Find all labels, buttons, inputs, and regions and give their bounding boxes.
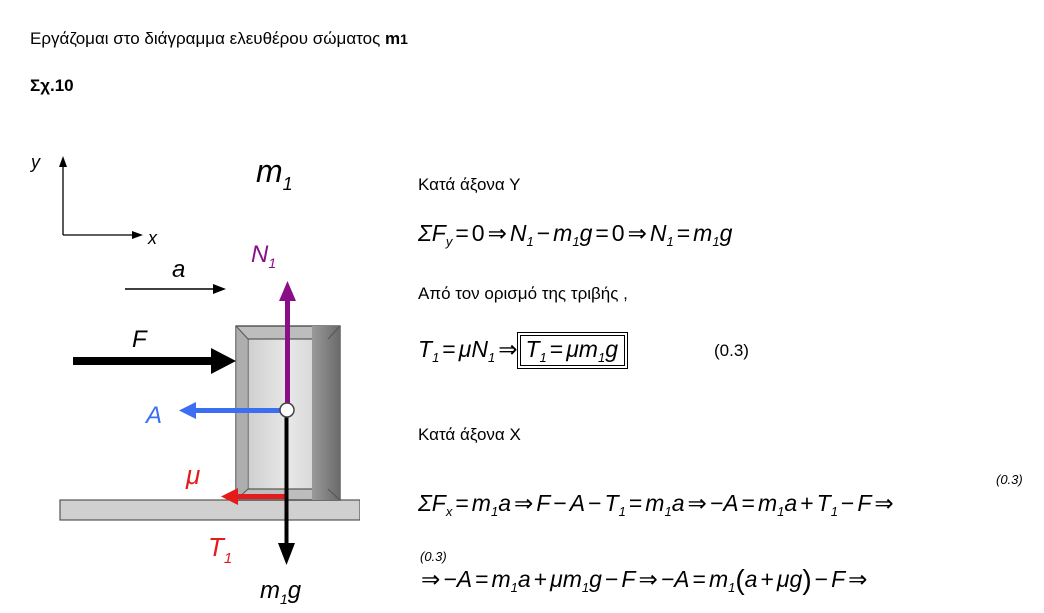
intro-text: Εργάζομαι στο διάγραμμα ελευθέρου σώματο… (30, 29, 408, 48)
axis-x-heading: Κατά άξονα Χ (418, 425, 521, 444)
axis-x-label: x (147, 228, 158, 248)
free-body-diagram: y x m1 a F N1 A (29, 152, 360, 607)
friction-arrow: μ T1 (185, 460, 286, 567)
force-a-arrow: A (144, 402, 286, 429)
friction-heading: Από τον ορισμό της τριβής , (418, 284, 628, 303)
equation-x-axis-continued: ⇒−A=m1a+μm1g−F⇒−A=m1(a+μg)−F⇒ (421, 564, 868, 595)
mass-label: m1 (256, 153, 293, 194)
force-f-arrow: F (73, 326, 236, 374)
application-point (279, 402, 295, 418)
intro-mass-sub: 1 (400, 31, 408, 47)
mu-label: μ (185, 460, 200, 490)
force-a-label: A (144, 402, 162, 429)
weight-arrow: m1g (260, 410, 302, 607)
normal-force-arrow: N1 (251, 241, 296, 410)
intro-mass-symbol: m (385, 29, 401, 48)
weight-label: m1g (260, 577, 302, 607)
acceleration-label: a (172, 256, 185, 283)
friction-label: T1 (208, 532, 232, 567)
equation-y-axis: ΣFy=0⇒N1−m1g=0⇒N1=m1g (418, 220, 733, 249)
equation-number: (0.3) (714, 341, 749, 360)
equation-friction: T1=μN1⇒T1=μm1g (418, 332, 628, 369)
force-f-label: F (132, 326, 148, 353)
reference-note-2: (0.3) (420, 549, 447, 564)
reference-note-1: (0.3) (996, 472, 1023, 487)
figure-label: Σχ.10 (30, 76, 74, 95)
normal-force-label: N1 (251, 241, 276, 271)
coordinate-axes: y x (29, 152, 158, 248)
axis-y-heading: Κατά άξονα Υ (418, 175, 521, 194)
equation-x-axis: ΣFx=m1a⇒F−A−T1=m1a⇒−A=m1a+T1−F⇒ (418, 490, 894, 519)
boxed-result: T1=μm1g (517, 332, 628, 369)
axis-y-label: y (29, 152, 41, 172)
acceleration-arrow: a (125, 256, 226, 294)
surface (59, 499, 360, 521)
